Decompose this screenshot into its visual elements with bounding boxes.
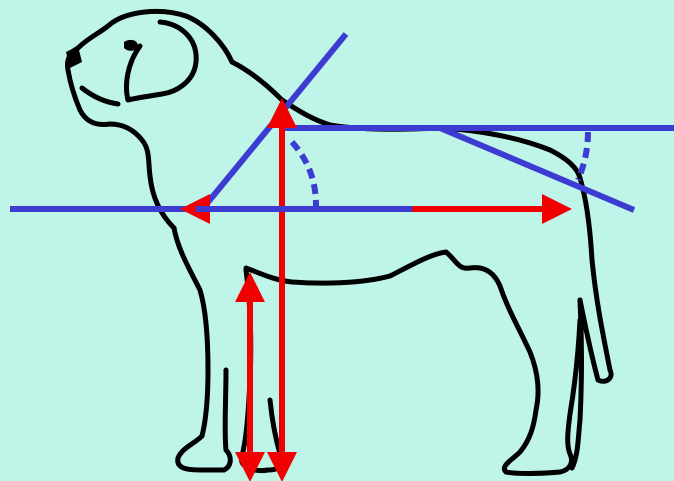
dog-hind-leg-back (569, 297, 584, 471)
dog-front-leg-outer (171, 225, 233, 473)
dog-eye (124, 39, 138, 51)
dog-hind-leg (497, 283, 583, 476)
dog-silhouette (65, 8, 614, 476)
dog-muzzle (65, 45, 177, 231)
dog-ear (124, 19, 199, 103)
dog-nose (66, 46, 82, 68)
croup-angle-line (438, 125, 636, 213)
dog-outline-top (75, 8, 614, 384)
croup-angle-arc (575, 131, 591, 182)
dog-mouth (79, 85, 121, 107)
neck-angle-arc (289, 140, 319, 207)
